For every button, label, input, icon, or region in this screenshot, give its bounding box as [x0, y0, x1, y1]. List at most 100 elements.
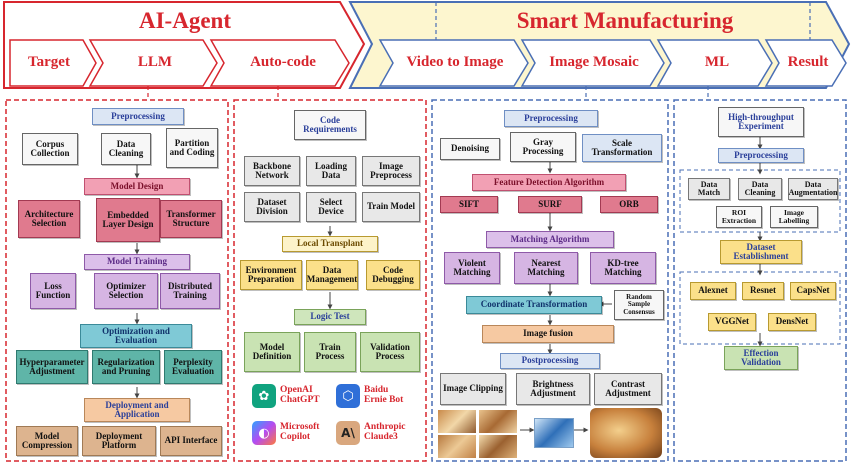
step-llm-label[interactable]: LLM	[137, 54, 173, 71]
logic-test: Logic Test	[294, 309, 366, 325]
step-mosaic-label[interactable]: Image Mosaic	[549, 54, 639, 71]
validation-process: Validation Process	[360, 332, 420, 372]
baidu-icon: ⬡	[336, 384, 360, 408]
environment-preparation: Environment Preparation	[240, 260, 302, 290]
surf: SURF	[518, 196, 582, 213]
loss-function: Loss Function	[30, 273, 76, 309]
mosaic-preprocessing: Preprocessing	[504, 110, 598, 127]
step-autocode-label[interactable]: Auto-code	[250, 54, 316, 71]
tile-image	[438, 435, 476, 458]
stitched-result-image	[590, 408, 662, 458]
anthropic-product: Claude3	[364, 432, 398, 443]
copilot-name: Microsoft	[280, 422, 320, 432]
data-augmentation: Data Augmentation	[788, 178, 838, 200]
step-target-arrow	[9, 39, 97, 87]
resnet: Resnet	[742, 282, 784, 300]
high-throughput-experiment: High-throughput Experiment	[718, 107, 804, 137]
backbone-network: Backbone Network	[244, 156, 300, 186]
model-design: Model Design	[84, 178, 190, 195]
llm-frame	[5, 99, 229, 462]
step-llm-arrow	[88, 39, 218, 87]
postprocessing: Postprocessing	[500, 353, 600, 369]
train-process: Train Process	[304, 332, 356, 372]
architecture-selection: Architecture Selection	[18, 200, 80, 238]
copilot-label: Microsoft Copilot	[280, 422, 319, 443]
baidu-name: Baidu	[364, 385, 389, 395]
deployment-application: Deployment and Application	[84, 398, 190, 422]
optimizer-selection: Optimizer Selection	[94, 273, 158, 309]
matching-algorithm: Matching Algorithm	[486, 231, 614, 248]
image-fusion: Image fusion	[482, 325, 614, 343]
autocode-frame	[233, 99, 427, 462]
anthropic-label: Anthropic Claude3	[364, 422, 406, 443]
code-debugging: Code Debugging	[366, 260, 420, 290]
copilot-icon: ◐	[252, 421, 276, 445]
random-sample-consensus: Random Sample Consensus	[614, 290, 664, 320]
anthropic-name: Anthropic	[364, 422, 406, 432]
smart-manufacturing-title: Smart Manufacturing	[516, 7, 734, 33]
data-cleaning: Data Cleaning	[101, 133, 151, 165]
image-preprocess: Image Preprocess	[362, 156, 420, 186]
sift: SIFT	[440, 196, 498, 213]
llm-preprocessing: Preprocessing	[92, 108, 184, 125]
embedded-layer-design: Embedded Layer Design	[96, 198, 160, 242]
code-requirements: Code Requirements	[294, 110, 366, 140]
deployment-platform: Deployment Platform	[82, 426, 156, 456]
stitching-preview-image	[534, 418, 574, 448]
step-ml-label[interactable]: ML	[704, 54, 730, 71]
ml-frame	[673, 99, 847, 462]
contrast-adjustment: Contrast Adjustment	[594, 373, 662, 405]
red-connectors	[147, 86, 279, 100]
coordinate-transformation: Coordinate Transformation	[466, 296, 602, 314]
effection-validation: Effection Validation	[724, 346, 798, 370]
partition-coding: Partition and Coding	[166, 128, 218, 168]
baidu-product: Ernie Bot	[364, 395, 404, 406]
mosaic-frame	[431, 99, 669, 462]
tile-image	[438, 410, 476, 433]
regularization-pruning: Regularization and Pruning	[92, 350, 160, 384]
ml-preprocessing: Preprocessing	[718, 148, 804, 163]
openai-icon: ✿	[252, 384, 276, 408]
model-training: Model Training	[84, 254, 190, 270]
roi-extraction: ROI Extraction	[716, 206, 762, 228]
step-result-label[interactable]: Result	[787, 54, 829, 71]
step-mosaic-arrow	[520, 39, 665, 87]
local-transplant: Local Transplant	[282, 236, 378, 252]
violent-matching: Violent Matching	[444, 252, 500, 284]
kdtree-matching: KD-tree Matching	[590, 252, 656, 284]
step-video-label[interactable]: Video to Image	[406, 54, 504, 71]
perplexity-evaluation: Perplexity Evaluation	[164, 350, 222, 384]
copilot-product: Copilot	[280, 432, 311, 443]
step-autocode-arrow	[209, 39, 350, 87]
openai-name: OpenAI	[280, 385, 313, 395]
step-ml-arrow	[656, 39, 773, 87]
transformer-structure: Transformer Structure	[160, 200, 222, 238]
scale-transformation: Scale Transformation	[582, 134, 662, 162]
tile-image	[479, 410, 517, 433]
step-video-arrow	[378, 39, 529, 87]
blue-connectors	[435, 2, 811, 100]
dataset-division: Dataset Division	[244, 192, 300, 222]
anthropic-icon: A\	[336, 421, 360, 445]
brightness-adjustment: Brightness Adjustment	[516, 373, 590, 405]
ai-agent-title: AI-Agent	[139, 7, 231, 33]
densnet: DensNet	[768, 313, 816, 331]
model-definition: Model Definition	[244, 332, 300, 372]
step-result-arrow	[764, 39, 847, 87]
data-management: Data Management	[306, 260, 358, 290]
source-image-tiles	[438, 410, 518, 458]
dataset-establishment: Dataset Establishment	[720, 240, 802, 264]
ml-data-cleaning: Data Cleaning	[738, 178, 782, 200]
orb: ORB	[600, 196, 658, 213]
train-model: Train Model	[362, 192, 420, 222]
hyperparameter-adjustment: Hyperparameter Adjustment	[16, 350, 88, 384]
alexnet: Alexnet	[690, 282, 736, 300]
denoising: Denoising	[440, 138, 500, 160]
gray-processing: Gray Processing	[510, 132, 576, 162]
capsnet: CapsNet	[790, 282, 836, 300]
select-device: Select Device	[306, 192, 356, 222]
feature-detection: Feature Detection Algorithm	[472, 174, 626, 191]
step-target-label[interactable]: Target	[28, 54, 70, 71]
vggnet: VGGNet	[708, 313, 756, 331]
baidu-label: Baidu Ernie Bot	[364, 385, 403, 406]
